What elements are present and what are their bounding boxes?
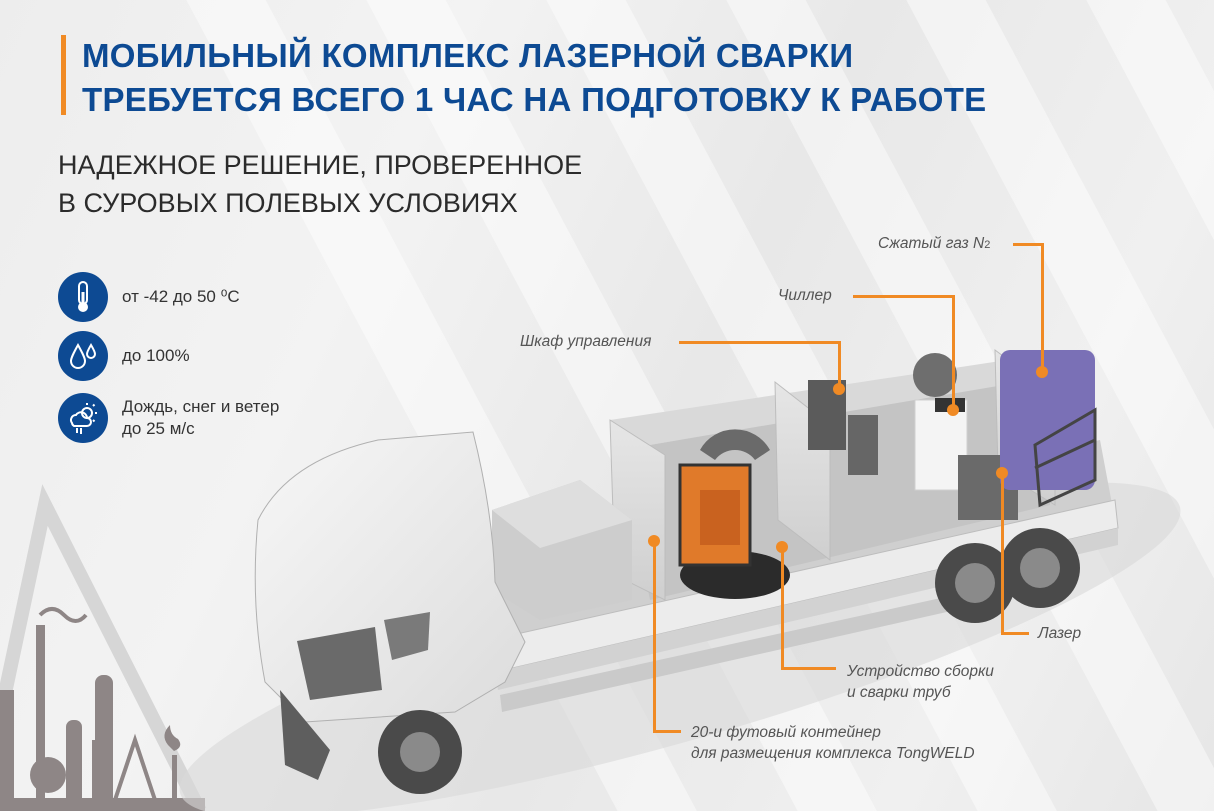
thermometer-icon [58,272,108,322]
feature-temperature-text: от -42 до 50 ⁰С [122,287,240,306]
callout-assembly: Устройство сборки и сварки труб [847,663,994,701]
feature-weather-line1: Дождь, снег и ветер [122,397,280,416]
callout-chiller: Чиллер [778,287,832,304]
callout-container: 20-и футовый контейнер для размещения ко… [691,724,975,762]
feature-weather-line2: до 25 м/с [122,419,195,438]
chiller-marker [947,404,959,416]
weather-icon [58,393,108,443]
feature-temperature: от -42 до 50 ⁰С [58,272,240,322]
page-title-line1: МОБИЛЬНЫЙ КОМПЛЕКС ЛАЗЕРНОЙ СВАРКИ [82,37,854,74]
subscript-2: 2 [984,239,991,251]
subtitle-line1: НАДЕЖНОЕ РЕШЕНИЕ, ПРОВЕРЕННОЕ [58,150,583,180]
feature-weather: Дождь, снег и ветер до 25 м/с [58,393,279,443]
feature-weather-text: Дождь, снег и ветер до 25 м/с [122,396,279,440]
container-marker [648,535,660,547]
cabinet-marker [833,383,845,395]
callout-gas: Сжатый газ N2 [878,235,991,252]
gas-marker [1036,366,1048,378]
assembly-marker [776,541,788,553]
callout-laser: Лазер [1038,625,1082,642]
feature-humidity: до 100% [58,331,190,381]
page-title-line2: ТРЕБУЕТСЯ ВСЕГО 1 ЧАС НА ПОДГОТОВКУ К РА… [82,81,987,118]
title-accent-bar [61,35,66,115]
callout-cabinet: Шкаф управления [520,333,652,350]
laser-marker [996,467,1008,479]
water-drops-icon [58,331,108,381]
feature-humidity-text: до 100% [122,346,190,365]
subtitle-line2: В СУРОВЫХ ПОЛЕВЫХ УСЛОВИЯХ [58,188,518,218]
